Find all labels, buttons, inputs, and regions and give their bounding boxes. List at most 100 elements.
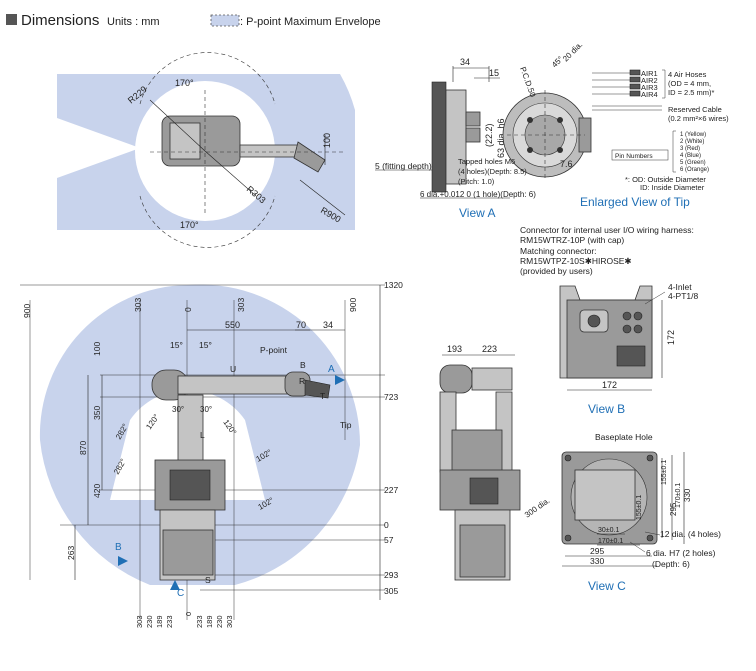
front-wrist <box>439 364 473 394</box>
view-c-d295v: 295 <box>669 502 678 516</box>
side-lblA: A <box>328 364 335 375</box>
view-c-holes6a: 6 dia. H7 (2 holes) <box>646 548 716 558</box>
connector-line3: Matching connector: <box>520 246 597 256</box>
tip-caption: Enlarged View of Tip <box>580 195 690 209</box>
connector-line5: (provided by users) <box>520 266 593 276</box>
tip-view: AIR1 AIR2 AIR3 AIR4 4 Air Hoses (OD = 4 … <box>580 69 729 209</box>
view-c-caption: View C <box>588 579 626 593</box>
tip-hoses3: ID = 2.5 mm)* <box>668 88 715 97</box>
view-b-caption: View B <box>588 402 625 416</box>
top-robot-arm <box>239 144 301 158</box>
header-square-icon <box>6 14 17 25</box>
tip-air4: AIR4 <box>641 90 658 99</box>
view-a-d15: 15 <box>489 68 499 78</box>
connector-line4: RM15WTPZ-10S✱HIROSE✱ <box>520 256 632 266</box>
side-b189r: 189 <box>205 615 214 628</box>
side-lblBv: B <box>115 542 122 553</box>
side-v305: 305 <box>384 586 398 596</box>
view-b-d172h: 172 <box>602 380 617 390</box>
side-tip: Tip <box>340 420 352 430</box>
side-h303r: 303 <box>236 298 246 312</box>
side-ang15b: 15° <box>199 340 212 350</box>
tip-cable2: (0.2 mm²×6 wires) <box>668 114 729 123</box>
view-b: 4-Inlet 4-PT1/8 172 172 View B <box>559 282 699 416</box>
side-ppoint: P-point <box>260 345 288 355</box>
side-v420: 420 <box>92 484 102 498</box>
connector-note: Connector for internal user I/O wiring h… <box>520 225 694 276</box>
top-view: 170° 170° R229 R303 R900 100 <box>57 52 355 248</box>
side-v57: 57 <box>384 535 394 545</box>
tip-note2: ID: Inside Diameter <box>640 183 705 192</box>
view-c-d170b: 170±0.1 <box>598 538 623 545</box>
side-v870: 870 <box>78 441 88 455</box>
side-view: 900 303 0 303 900 550 70 34 1320 723 227… <box>20 280 403 628</box>
view-c-d295h: 295 <box>590 546 604 556</box>
tip-pin4: 4 (Blue) <box>680 153 701 159</box>
top-robot-motor <box>169 122 201 160</box>
view-c-d30: 30±0.1 <box>598 527 619 534</box>
top-arc-lower <box>139 195 276 248</box>
view-a-d22: (22.2) <box>484 123 494 147</box>
side-v1320: 1320 <box>384 280 403 290</box>
tip-pin6: 6 (Orange) <box>680 167 709 173</box>
view-c-d155b: 155±0.1 <box>636 495 643 520</box>
side-b233l: 233 <box>165 615 174 628</box>
view-a-d34: 34 <box>460 57 470 67</box>
side-v293: 293 <box>384 570 398 580</box>
tip-note1: *: OD: Outside Diameter <box>625 175 706 184</box>
side-v0: 0 <box>384 520 389 530</box>
side-h900l: 900 <box>22 304 32 318</box>
side-b230l: 230 <box>145 615 154 628</box>
view-c-d330v: 330 <box>683 488 692 502</box>
side-v263: 263 <box>66 546 76 560</box>
tip-hoses2: (OD = 4 mm, <box>668 79 711 88</box>
connector-line2: RM15WTRZ-10P (with cap) <box>520 235 624 245</box>
side-b230r: 230 <box>215 615 224 628</box>
tip-pin3: 3 (Red) <box>680 146 700 152</box>
side-lblT: T <box>320 391 325 401</box>
view-a-tapped2: (4 holes)(Depth: 8.5) <box>458 167 527 176</box>
header-units: Units : mm <box>107 16 160 28</box>
side-ang15a: 15° <box>170 340 183 350</box>
tip-pin2: 2 (White) <box>680 139 704 145</box>
side-v227: 227 <box>384 485 398 495</box>
view-a-pcd: P.C.D.50 <box>518 66 537 99</box>
top-arc-upper <box>139 52 276 105</box>
view-c-d170a: 170±0.1 <box>675 483 682 508</box>
side-h550: 550 <box>225 320 240 330</box>
legend-swatch <box>210 14 240 27</box>
side-lblS: S <box>205 575 211 585</box>
view-b-inlet2: 4-PT1/8 <box>668 291 699 301</box>
view-a-d76: 7.6 <box>560 159 573 169</box>
side-v350: 350 <box>92 406 102 420</box>
view-a-tapped1: Tapped holes M6 <box>458 157 515 166</box>
top-view-rear-wedge <box>57 118 140 178</box>
tip-air2: AIR2 <box>641 76 658 85</box>
side-b303r: 303 <box>225 615 234 628</box>
view-c: Baseplate Hole 155±0.1 170±0.1 295 330 1… <box>523 432 721 593</box>
side-robot-upperarm <box>177 394 204 471</box>
tip-pin-numbers: Pin Numbers <box>615 153 653 160</box>
side-robot-forearm <box>177 375 289 395</box>
view-b-d172v: 172 <box>666 330 676 345</box>
view-a: 34 15 (22.2) 63 dia. h6 P.C.D.50 45° 20 … <box>375 40 592 220</box>
side-v723: 723 <box>384 392 398 402</box>
top-angle-upper: 170° <box>175 78 194 88</box>
tip-hoses1: 4 Air Hoses <box>668 70 707 79</box>
front-d193: 193 <box>447 344 462 354</box>
side-b0: 0 <box>184 612 193 616</box>
side-h70: 70 <box>296 320 306 330</box>
side-a30a: 30° <box>172 405 184 414</box>
view-a-tapped3: (Pitch: 1.0) <box>458 177 495 186</box>
side-lblB: B <box>300 360 306 370</box>
side-lblC: C <box>177 588 184 599</box>
view-c-d300: 300 dia. <box>523 496 551 520</box>
view-a-caption: View A <box>459 206 495 220</box>
view-a-ang20: 20 dia. <box>561 40 584 63</box>
side-h303l: 303 <box>133 298 143 312</box>
view-a-fitting: 5 (fitting depth) <box>375 161 432 171</box>
tip-cable1: Reserved Cable <box>668 105 722 114</box>
top-angle-lower: 170° <box>180 220 199 230</box>
view-b-port <box>616 345 646 367</box>
